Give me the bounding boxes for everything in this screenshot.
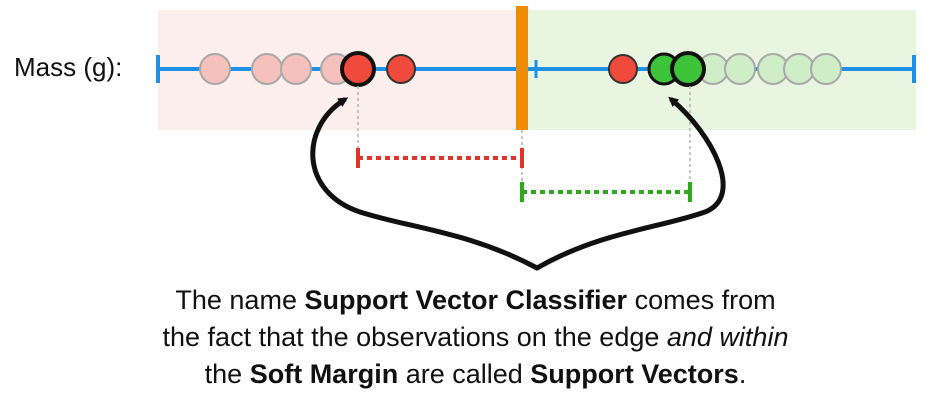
- caption-line-3: the Soft Margin are called Support Vecto…: [0, 356, 951, 393]
- caption-text: The name: [175, 285, 305, 315]
- caption: The name Support Vector Classifier comes…: [0, 282, 951, 393]
- green-support-vector: [670, 51, 706, 87]
- axis-label: Mass (g):: [14, 52, 123, 82]
- green-observation-faded: [724, 53, 756, 85]
- red-observation-in-margin: [608, 54, 638, 84]
- caption-text: comes from: [627, 285, 776, 315]
- red-observation: [386, 54, 416, 84]
- caption-bold-term: Soft Margin: [249, 359, 399, 389]
- green-observation-faded: [810, 53, 842, 85]
- threshold-bar: [516, 6, 528, 130]
- caption-text: the: [204, 359, 250, 389]
- caption-italic-term: and within: [666, 322, 789, 352]
- caption-text: the fact that the observations on the ed…: [162, 322, 667, 352]
- curly-brace-arrow-icon: [310, 97, 540, 271]
- caption-bold-term: Support Vector Classifier: [304, 285, 628, 315]
- green-observation-faded: [783, 53, 815, 85]
- red-observation-faded: [199, 53, 231, 85]
- caption-line-1: The name Support Vector Classifier comes…: [0, 282, 951, 319]
- caption-text: are called: [398, 359, 531, 389]
- red-support-vector: [340, 51, 376, 87]
- caption-bold-term: Support Vectors: [530, 359, 739, 389]
- curly-brace-arrow-icon: [534, 96, 726, 271]
- caption-line-2: the fact that the observations on the ed…: [0, 319, 951, 356]
- red-observation-faded: [280, 53, 312, 85]
- red-observation-faded: [251, 53, 283, 85]
- caption-text: .: [738, 359, 747, 389]
